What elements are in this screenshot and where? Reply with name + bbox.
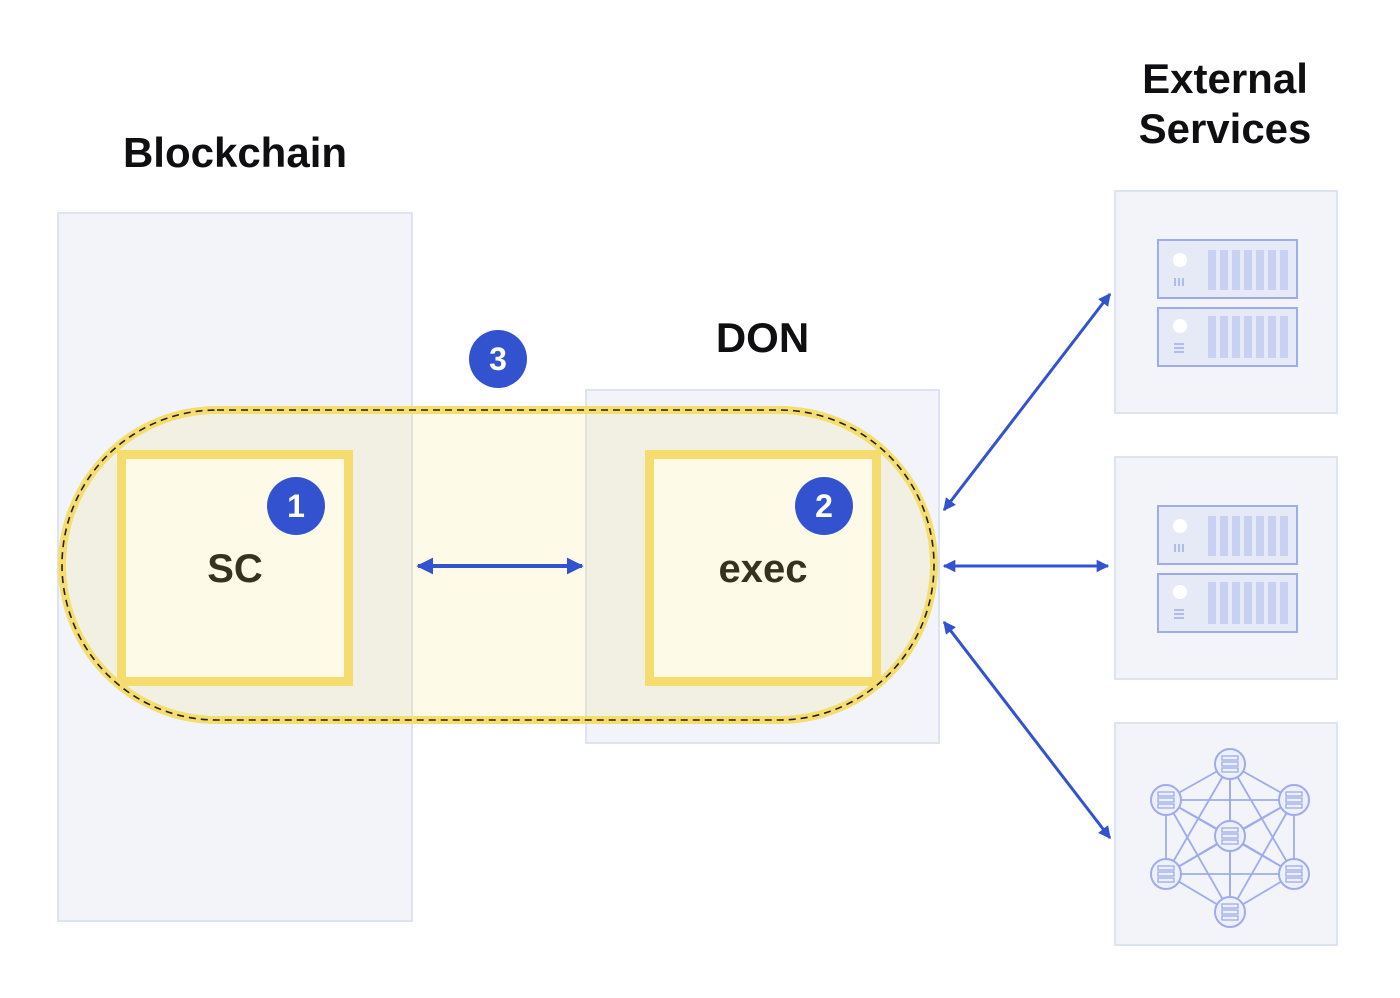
external-service-3[interactable] <box>1114 722 1338 946</box>
network-node-bar <box>1157 791 1175 797</box>
external-service-1[interactable] <box>1114 190 1338 414</box>
network-node-bar <box>1221 903 1239 909</box>
network-node-bar <box>1285 803 1303 809</box>
pill-dashed-outline <box>61 409 935 721</box>
badge-1: 1 <box>267 477 325 535</box>
external-services-title: External Services <box>1100 54 1350 155</box>
network-node-bar <box>1221 915 1239 921</box>
server-rack-icon <box>1157 239 1298 367</box>
badge-2: 2 <box>795 477 853 535</box>
network-node-bar <box>1221 909 1239 915</box>
external-services-title-line2: Services <box>1138 105 1312 153</box>
network-node-bar <box>1221 833 1239 839</box>
blockchain-title: Blockchain <box>122 129 348 176</box>
network-node-bar <box>1157 871 1175 877</box>
network-node-bar <box>1221 767 1239 773</box>
exec-label: exec <box>654 547 872 592</box>
network-node-bar <box>1157 803 1175 809</box>
network-node-bar <box>1157 877 1175 883</box>
network-node-bar <box>1285 871 1303 877</box>
don-title: DON <box>715 314 810 361</box>
network-node-bar <box>1157 865 1175 871</box>
network-nodes-icon <box>1150 748 1310 928</box>
don-service3-arrow <box>942 621 1112 839</box>
network-node-bar <box>1285 865 1303 871</box>
external-services-title-line1: External <box>1142 55 1308 102</box>
network-node-bar <box>1221 839 1239 845</box>
network-node-bar <box>1221 755 1239 761</box>
external-service-2[interactable] <box>1114 456 1338 680</box>
network-node-bar <box>1221 761 1239 767</box>
smart-contract-label: SC <box>126 547 344 592</box>
network-node-bar <box>1285 877 1303 883</box>
server-rack-icon <box>1157 505 1298 633</box>
badge-3: 3 <box>469 330 527 388</box>
network-node-bar <box>1285 797 1303 803</box>
don-service1-arrow <box>942 293 1112 511</box>
network-node-bar <box>1157 797 1175 803</box>
network-node-bar <box>1285 791 1303 797</box>
network-node-bar <box>1221 827 1239 833</box>
